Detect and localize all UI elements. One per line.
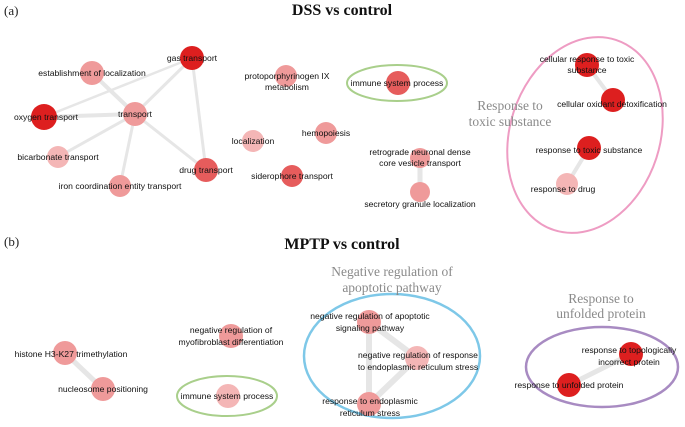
panel-b-edges — [62, 319, 634, 407]
label-retrograde-1: retrograde neuronal dense — [369, 147, 471, 157]
node-response-er-stress[interactable] — [357, 392, 381, 416]
node-iron-coordination[interactable] — [109, 175, 131, 197]
edge-oxygen-gas — [42, 56, 194, 119]
group-label-toxic-1: Response to — [477, 98, 543, 113]
immune-group-ellipse-a — [346, 64, 448, 102]
apoptotic-group-ellipse — [302, 292, 482, 420]
label-siderophore-transport: siderophore transport — [251, 171, 333, 181]
node-immune-system-b[interactable] — [216, 384, 240, 408]
panel-b-title: MPTP vs control — [284, 236, 400, 253]
label-establishment-localization: establishment of localization — [38, 68, 146, 78]
edge-transport-bicarbonate — [56, 112, 137, 159]
label-cellular-oxidant: cellular oxidant detoxification — [557, 99, 667, 109]
label-transport: transport — [118, 109, 153, 119]
label-immune-system-b: immune system process — [181, 391, 274, 401]
node-establishment-localization[interactable] — [80, 61, 104, 85]
panel-a-letter: (a) — [4, 3, 18, 18]
label-topologically-incorrect-1: response to topologically — [582, 345, 677, 355]
label-neg-reg-apoptotic-2: signaling pathway — [336, 323, 405, 333]
node-bicarbonate-transport[interactable] — [47, 146, 69, 168]
panel-b-nodes — [53, 310, 643, 416]
label-oxygen-transport: oxygen transport — [14, 112, 79, 122]
panel-b-labels: histone H3-K27 trimethylation nucleosome… — [15, 311, 677, 418]
edge-transport-oxygen — [42, 112, 137, 119]
node-gas-transport[interactable] — [180, 46, 204, 70]
node-immune-system-a[interactable] — [386, 71, 410, 95]
panel-a-nodes — [31, 46, 625, 202]
node-neg-reg-apoptotic[interactable] — [357, 310, 381, 334]
group-label-unfolded-2: unfolded protein — [556, 306, 646, 321]
label-neg-reg-er-stress-1: negative regulation of response — [358, 350, 478, 360]
edge-transport-drug — [133, 112, 208, 172]
node-oxygen-transport[interactable] — [31, 104, 57, 130]
label-secretory-granule: secretory granule localization — [364, 199, 476, 209]
node-cellular-oxidant[interactable] — [601, 88, 625, 112]
node-secretory-granule[interactable] — [410, 182, 430, 202]
label-iron-coordination: iron coordination entity transport — [59, 181, 182, 191]
node-topologically-incorrect[interactable] — [619, 342, 643, 366]
node-cellular-response-toxic[interactable] — [575, 53, 599, 77]
node-transport[interactable] — [123, 102, 147, 126]
node-nucleosome[interactable] — [91, 377, 115, 401]
label-myofibroblast-2: myofibroblast differentiation — [179, 337, 284, 347]
edge-transport-gas — [133, 56, 194, 116]
label-cellular-response-toxic-2: substance — [567, 65, 606, 75]
unfolded-group-ellipse — [524, 325, 680, 409]
label-immune-system-a: immune system process — [351, 78, 444, 88]
label-unfolded-protein: response to unfolded protein — [515, 380, 624, 390]
node-localization[interactable] — [242, 130, 264, 152]
node-response-drug[interactable] — [556, 173, 578, 195]
panel-b-letter: (b) — [4, 234, 19, 249]
label-topologically-incorrect-2: incorrect protein — [598, 357, 660, 367]
label-response-er-stress-1: response to endoplasmic — [322, 396, 418, 406]
label-cellular-response-toxic-1: cellular response to toxic — [540, 54, 635, 64]
label-nucleosome: nucleosome positioning — [58, 384, 148, 394]
node-protoporphyrinogen[interactable] — [275, 65, 297, 87]
label-bicarbonate-transport: bicarbonate transport — [17, 152, 99, 162]
node-myofibroblast[interactable] — [219, 324, 243, 348]
label-myofibroblast-1: negative regulation of — [190, 325, 273, 335]
label-response-toxic: response to toxic substance — [536, 145, 643, 155]
label-response-er-stress-2: reticulum stress — [340, 408, 400, 418]
label-localization: localization — [232, 136, 275, 146]
label-response-drug: response to drug — [531, 184, 596, 194]
label-gas-transport: gas transport — [167, 53, 218, 63]
label-drug-transport: drug transport — [179, 165, 233, 175]
label-neg-reg-apoptotic-1: negative regulation of apoptotic — [310, 311, 430, 321]
node-hemopoiesis[interactable] — [315, 122, 337, 144]
group-label-unfolded-1: Response to — [568, 291, 634, 306]
node-histone[interactable] — [53, 341, 77, 365]
label-hemopoiesis: hemopoiesis — [302, 128, 350, 138]
label-retrograde-2: core vesicle transport — [379, 158, 461, 168]
immune-group-ellipse-b — [176, 375, 278, 417]
group-label-apoptotic-2: apoptotic pathway — [342, 280, 442, 295]
group-label-toxic-2: toxic substance — [469, 114, 552, 129]
node-unfolded-protein[interactable] — [557, 373, 581, 397]
node-neg-reg-er-stress[interactable] — [405, 346, 429, 370]
toxic-group-ellipse — [506, 36, 664, 234]
node-siderophore-transport[interactable] — [281, 165, 303, 187]
group-label-apoptotic-1: Negative regulation of — [331, 264, 453, 279]
edge-gas-drug — [190, 56, 208, 172]
label-protoporphyrinogen-2: metabolism — [265, 82, 309, 92]
panel-a-labels: gas transport establishment of localizat… — [14, 53, 667, 209]
label-histone: histone H3-K27 trimethylation — [15, 349, 128, 359]
node-response-toxic[interactable] — [577, 136, 601, 160]
node-retrograde[interactable] — [410, 148, 430, 168]
node-drug-transport[interactable] — [194, 158, 218, 182]
edge-transport-iron — [118, 112, 137, 188]
label-neg-reg-er-stress-2: to endoplasmic reticulum stress — [358, 362, 478, 372]
label-protoporphyrinogen-1: protoporphyrinogen IX — [244, 71, 329, 81]
panel-a-title: DSS vs control — [292, 2, 393, 19]
